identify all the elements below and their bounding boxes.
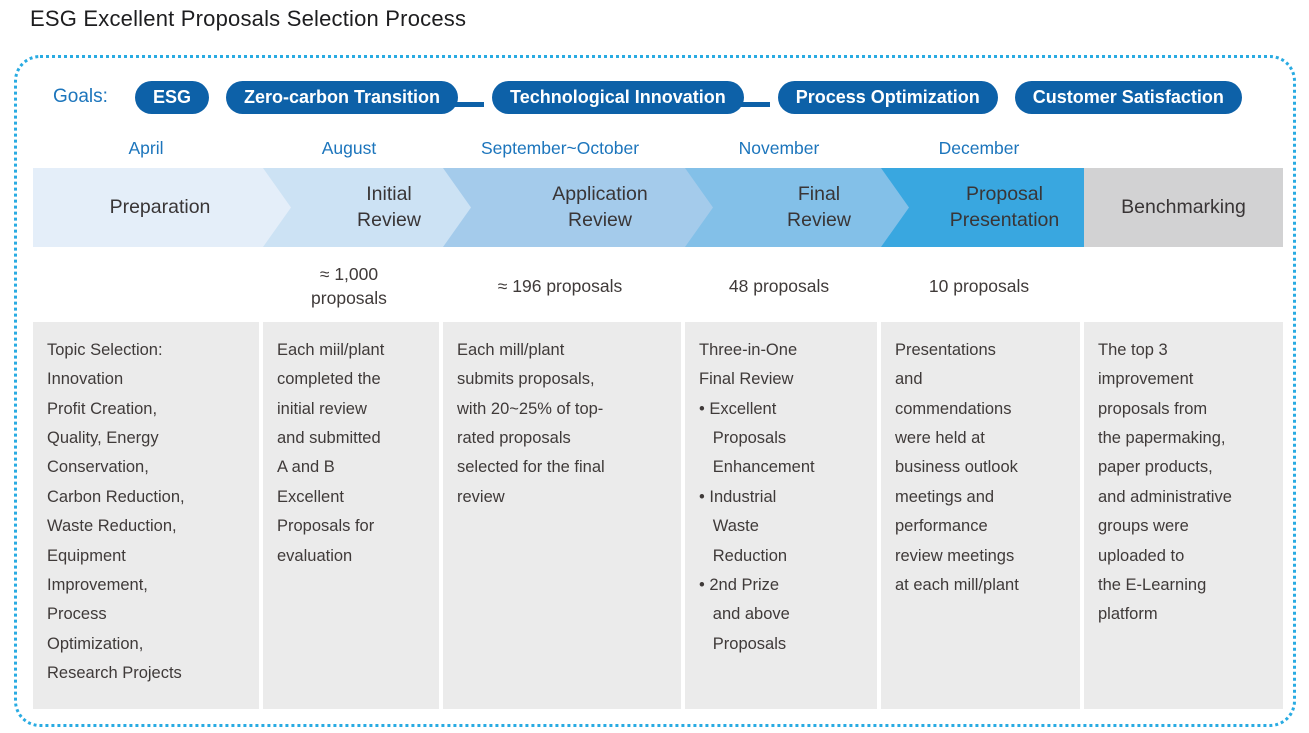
frame-inner: Goals: ESG Zero-carbon Transition Techno… <box>33 58 1283 724</box>
goals-row: Goals: ESG Zero-carbon Transition Techno… <box>33 80 1283 114</box>
description-initial-review: Each miil/plant completed the initial re… <box>263 322 439 709</box>
goal-pill-esg: ESG <box>135 80 210 114</box>
stage-chevron-preparation: Preparation <box>33 168 311 247</box>
stage-block-benchmarking: Benchmarking <box>1084 168 1283 247</box>
description-proposal-presentation: Presentations and commendations were hel… <box>881 322 1080 709</box>
count-final-review: 48 proposals <box>728 276 830 297</box>
description-row: Topic Selection: Innovation Profit Creat… <box>33 322 1283 709</box>
description-preparation: Topic Selection: Innovation Profit Creat… <box>33 322 259 709</box>
page-title: ESG Excellent Proposals Selection Proces… <box>30 6 467 31</box>
counts-row: ≈ 1,000 proposals ≈ 196 proposals 48 pro… <box>33 258 1283 316</box>
count-proposal-presentation: 10 proposals <box>928 276 1030 297</box>
description-final-review: Three-in-One Final Review • Excellent Pr… <box>685 322 877 709</box>
description-application-review: Each mill/plant submits proposals, with … <box>443 322 681 709</box>
dotted-frame: Goals: ESG Zero-carbon Transition Techno… <box>14 55 1296 727</box>
month-sep-oct: September~October <box>480 138 640 158</box>
goal-pill-tech-innovation: Technological Innovation <box>492 80 744 114</box>
month-april: April <box>128 138 164 158</box>
month-december: December <box>938 138 1020 158</box>
stage-chevron-proposal-presentation: Proposal Presentation <box>881 168 1104 247</box>
goals-label: Goals: <box>53 86 108 107</box>
month-november: November <box>738 138 820 158</box>
month-august: August <box>321 138 377 158</box>
goal-pill-process-optimization: Process Optimization <box>777 80 998 114</box>
goal-connector <box>450 101 485 107</box>
count-initial-review: ≈ 1,000 proposals <box>311 264 387 308</box>
goal-pill-customer-satisfaction: Customer Satisfaction <box>1014 80 1242 114</box>
count-application-review: ≈ 196 proposals <box>497 276 623 297</box>
goal-connector <box>735 101 770 107</box>
stage-band: Preparation Initial Review Application R… <box>33 168 1283 247</box>
description-benchmarking: The top 3 improvement proposals from the… <box>1084 322 1283 709</box>
months-row: April August September~October November … <box>33 138 1283 162</box>
goal-pill-zero-carbon: Zero-carbon Transition <box>226 80 459 114</box>
